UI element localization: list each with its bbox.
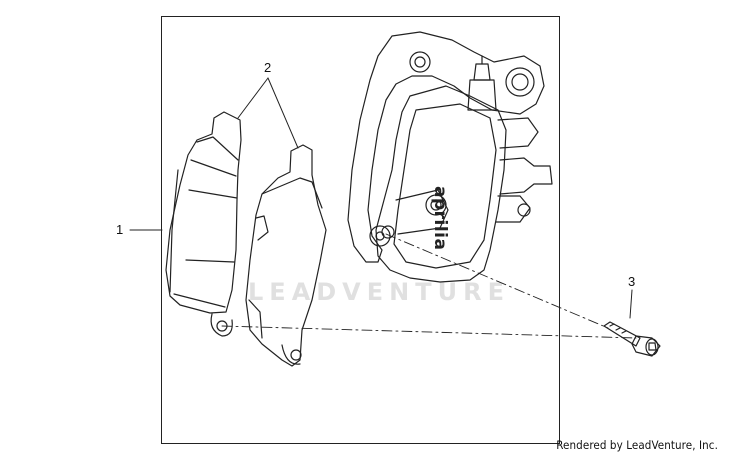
- callout-2-pads: 2: [264, 60, 272, 75]
- leader-lines: [129, 77, 633, 319]
- caliper-bolt: [603, 321, 661, 357]
- leader-2b: [267, 77, 299, 149]
- axis-line-pad-pin: [221, 325, 637, 339]
- brake-pad-rear: [165, 111, 242, 337]
- caliper-brand-text: aprilia: [430, 186, 450, 251]
- leader-2a: [237, 77, 269, 119]
- callout-3-bolt: 3: [628, 274, 636, 289]
- leader-3: [629, 289, 633, 319]
- watermark: LEADVENTURE: [248, 278, 510, 306]
- callout-1-kit: 1: [116, 222, 124, 237]
- credit-text: Rendered by LeadVenture, Inc.: [556, 438, 718, 452]
- brake-pad-front: [245, 144, 327, 367]
- axis-line-bolt: [385, 233, 609, 329]
- brake-caliper: [347, 31, 553, 283]
